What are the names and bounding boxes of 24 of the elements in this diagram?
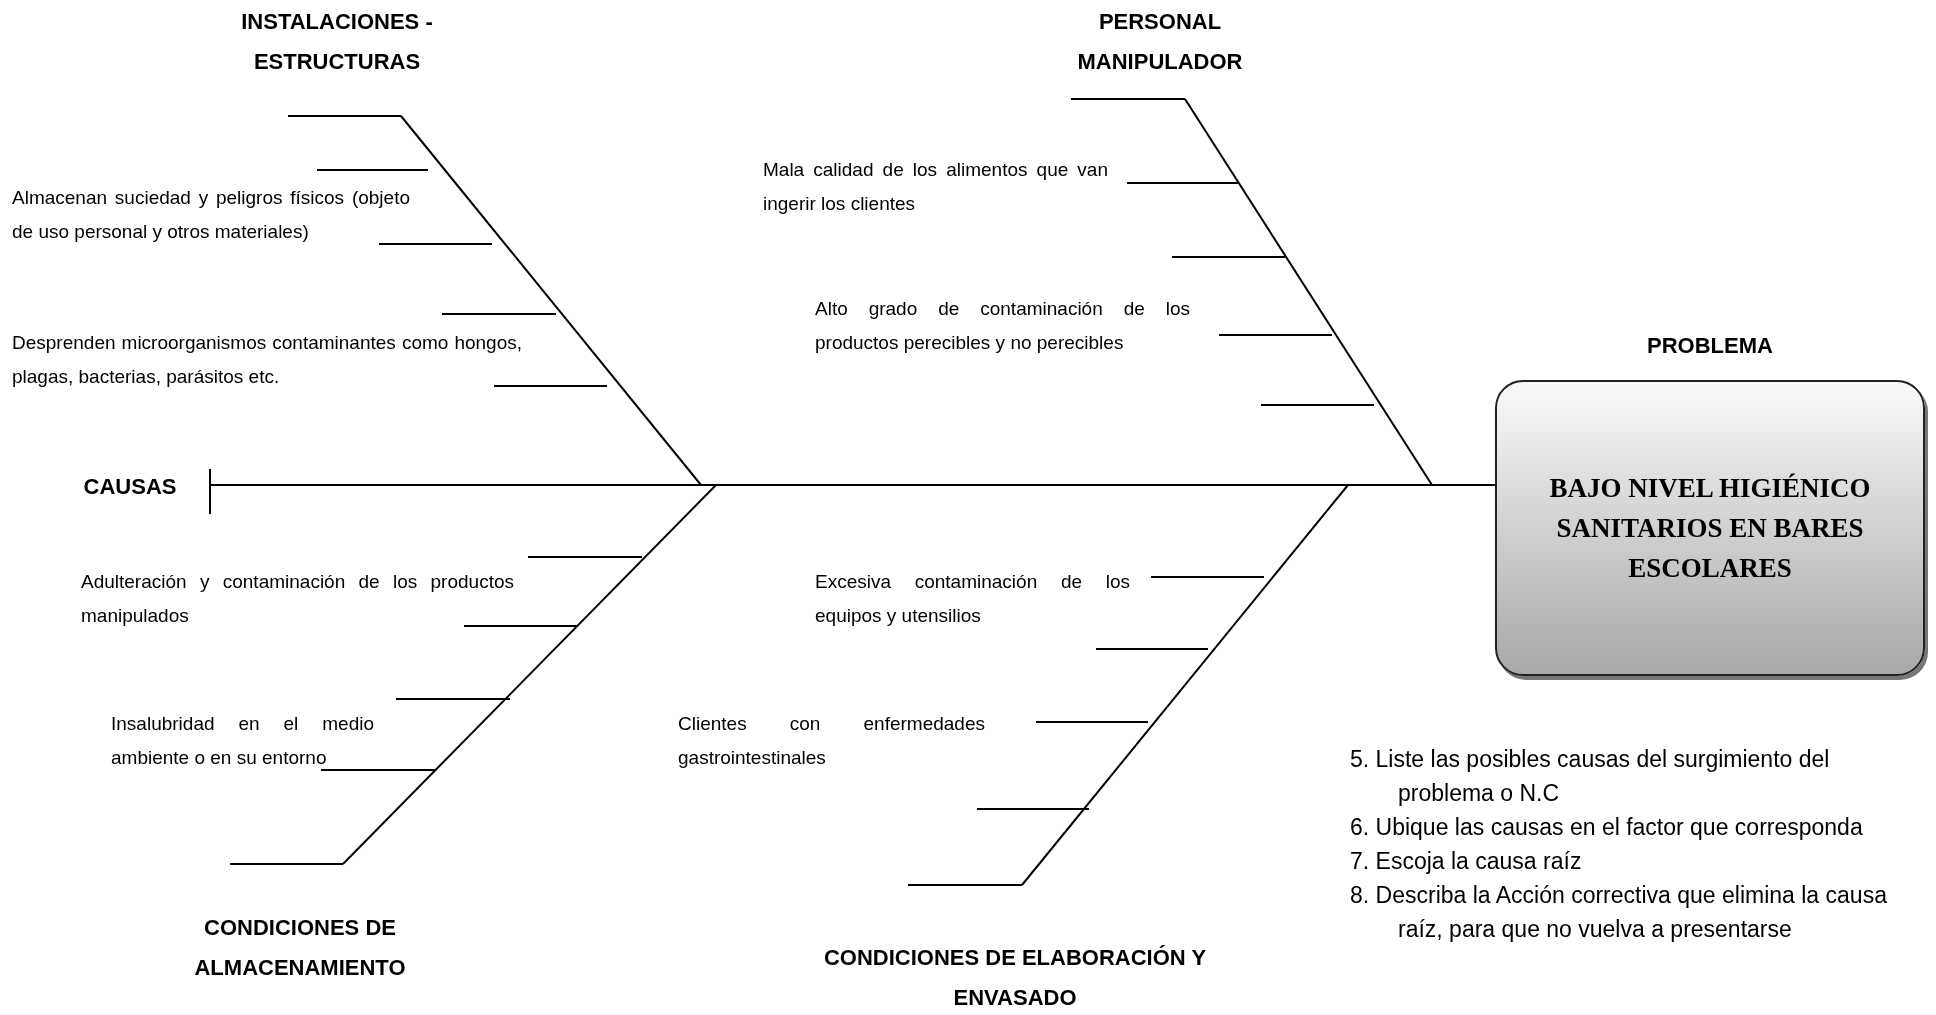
category-heading: PERSONAL MANIPULADOR xyxy=(1020,2,1300,82)
category-heading: CAUSAS xyxy=(70,467,190,507)
cause-text: Insalubridad en el medio ambiente o en su entorno xyxy=(111,712,374,770)
cause-text: Adulteración y contaminación de los productos manipulados xyxy=(81,570,514,628)
problem-text: BAJO NIVEL HIGIÉNICO SANITARIOS EN BARES ESCOLARES xyxy=(1548,472,1872,585)
instruction-text: 8. Describa la Acción correctiva que elimina la causa raíz, para que no vuelva a presentarse xyxy=(1350,881,1888,944)
heading-text: PROBLEMA xyxy=(1646,332,1774,360)
bone-line xyxy=(1184,98,1433,486)
bone-line xyxy=(1021,484,1349,886)
instruction-text: 5. Liste las posibles causas del surgimiento del problema o N.C xyxy=(1350,745,1831,808)
cause-text: Excesiva contaminación de los equipos y utensilios xyxy=(815,570,1130,628)
instruction-text: 7. Escoja la causa raíz xyxy=(1350,847,1583,876)
cause-text: Clientes con enfermedades gastrointestinales xyxy=(678,712,985,770)
cause-text: Mala calidad de los alimentos que van ingerir los clientes xyxy=(763,158,1108,216)
category-heading: CONDICIONES DE ELABORACIÓN Y ENVASADO xyxy=(800,938,1230,1015)
category-heading: CONDICIONES DE ALMACENAMIENTO xyxy=(150,908,450,988)
bone-line xyxy=(400,115,702,486)
spine-line xyxy=(209,484,1496,486)
category-heading: INSTALACIONES - ESTRUCTURAS xyxy=(197,2,477,82)
cause-text: Alto grado de contaminación de los productos perecibles y no perecibles xyxy=(815,297,1190,355)
cause-text: Almacenan suciedad y peligros físicos (objeto de uso personal y otros materiales) xyxy=(12,186,410,244)
cause-text: Desprenden microorganismos contaminantes como hongos, plagas, bacterias, parásitos etc. xyxy=(12,331,522,389)
bone-line xyxy=(342,484,717,865)
instruction-text: 6. Ubique las causas en el factor que corresponda xyxy=(1350,813,1864,842)
